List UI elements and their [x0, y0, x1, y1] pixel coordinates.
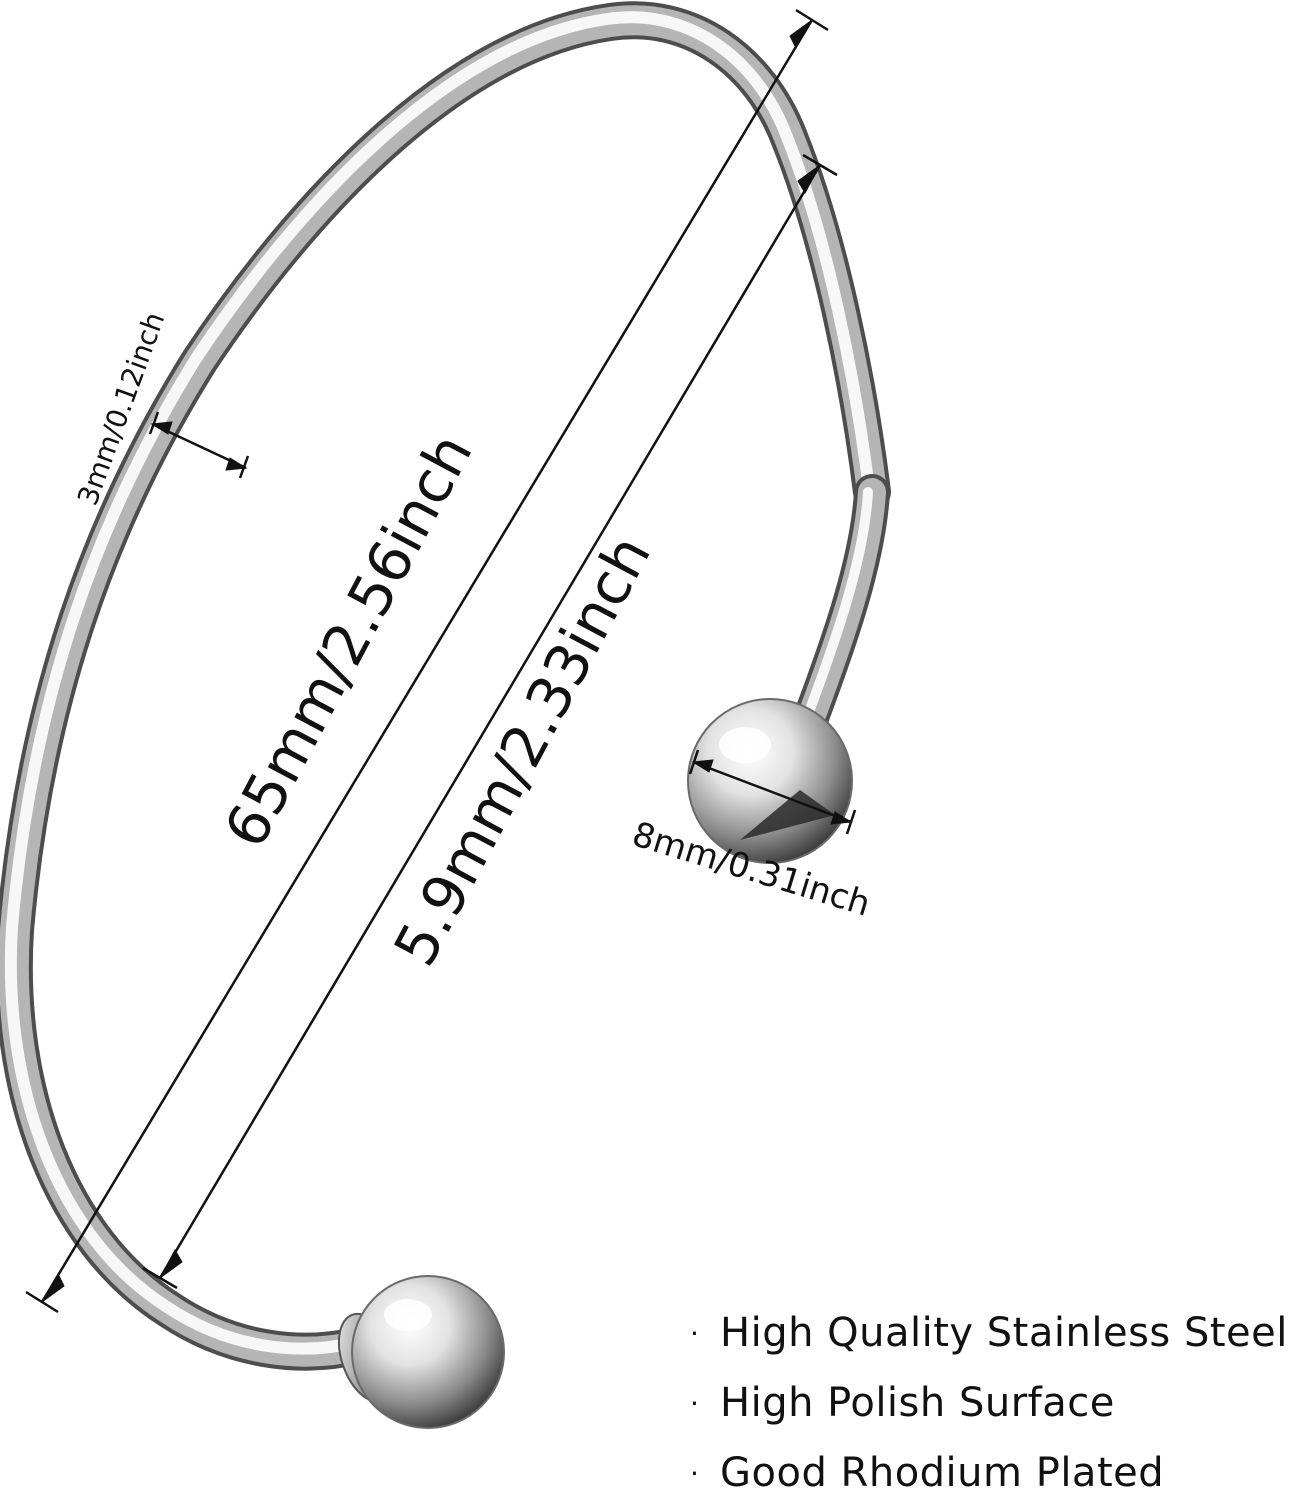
dimension-arrow-ball — [688, 749, 857, 835]
label-inner-length: 5.9mm/2.33inch — [381, 525, 664, 977]
dimension-line-outer — [25, 8, 829, 1314]
feature-list: · High Quality Stainless Steel · High Po… — [690, 1298, 1310, 1508]
dimension-arrow-thickness — [148, 411, 250, 479]
feature-text: High Quality Stainless Steel — [720, 1310, 1288, 1356]
dimension-line-inner — [142, 153, 838, 1290]
feature-text: Good Rhodium Plated — [720, 1450, 1165, 1496]
feature-item: · High Quality Stainless Steel — [690, 1298, 1310, 1368]
bullet: · — [690, 1456, 700, 1490]
bangle-tube — [0, 1, 891, 1371]
bullet: · — [690, 1386, 700, 1420]
feature-item: · High Polish Surface — [690, 1368, 1310, 1438]
ball-end-lower — [337, 1275, 505, 1429]
feature-text: High Polish Surface — [720, 1380, 1115, 1426]
ball-end-upper — [687, 698, 853, 864]
bullet: · — [690, 1316, 700, 1350]
feature-item: · Good Rhodium Plated — [690, 1438, 1310, 1508]
